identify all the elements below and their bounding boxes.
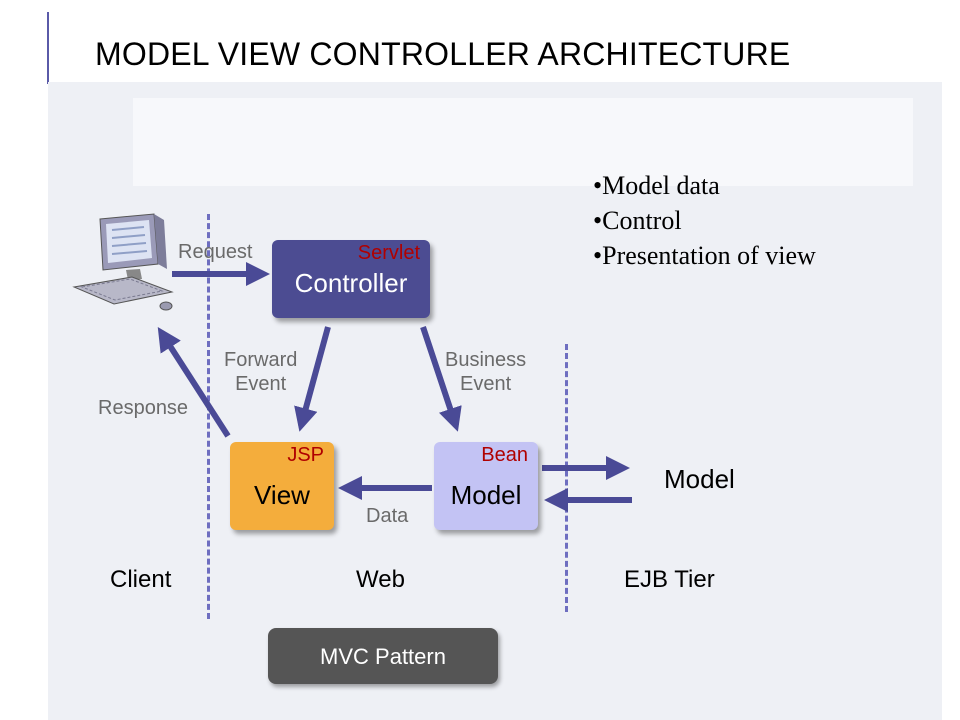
model-node: Bean Model bbox=[434, 442, 538, 530]
view-node: JSP View bbox=[230, 442, 334, 530]
business-event-arrow bbox=[420, 326, 462, 432]
client-web-separator bbox=[207, 214, 210, 619]
business-event-line1: Business bbox=[445, 349, 527, 371]
bean-tag: Bean bbox=[481, 444, 528, 466]
slide-title: MODEL VIEW CONTROLLER ARCHITECTURE bbox=[95, 36, 791, 72]
forward-event-arrow bbox=[294, 326, 331, 432]
desktop-computer-icon bbox=[72, 213, 174, 311]
model-label: Model bbox=[450, 480, 522, 510]
response-arrow bbox=[157, 326, 231, 438]
forward-event-line2: Event bbox=[235, 373, 287, 395]
arrows bbox=[157, 262, 632, 512]
web-zone-label: Web bbox=[356, 566, 405, 593]
bullet-item: •Presentation of view bbox=[593, 241, 816, 270]
canvas-highlight bbox=[133, 98, 913, 186]
client-zone-label: Client bbox=[110, 566, 172, 593]
business-event-line2: Event bbox=[460, 373, 512, 395]
title-accent-rule bbox=[47, 12, 49, 84]
forward-event-label: Forward Event bbox=[224, 348, 297, 396]
bullet-item: •Control bbox=[593, 206, 682, 235]
view-label: View bbox=[254, 480, 310, 510]
business-event-label: Business Event bbox=[445, 348, 526, 396]
controller-node: Servlet Controller bbox=[272, 240, 430, 318]
bullet-item: •Model data bbox=[593, 171, 720, 200]
mvc-pattern-label: MVC Pattern bbox=[320, 644, 446, 669]
bullet-list: •Model data •Control •Presentation of vi… bbox=[593, 168, 816, 273]
controller-label: Controller bbox=[294, 268, 408, 298]
ejb-tier-label: EJB Tier bbox=[624, 566, 715, 593]
arrows-layer bbox=[72, 213, 632, 512]
ejb-model-label: Model bbox=[664, 464, 735, 494]
request-label: Request bbox=[178, 241, 253, 263]
servlet-tag: Servlet bbox=[357, 242, 420, 264]
forward-event-line1: Forward bbox=[224, 349, 298, 371]
response-label: Response bbox=[98, 397, 189, 419]
web-ejb-separator bbox=[565, 344, 568, 612]
diagram-canvas: •Model data •Control •Presentation of vi… bbox=[48, 82, 942, 720]
data-label: Data bbox=[366, 505, 409, 527]
mvc-pattern-button: MVC Pattern bbox=[268, 628, 498, 684]
jsp-tag: JSP bbox=[287, 444, 324, 466]
